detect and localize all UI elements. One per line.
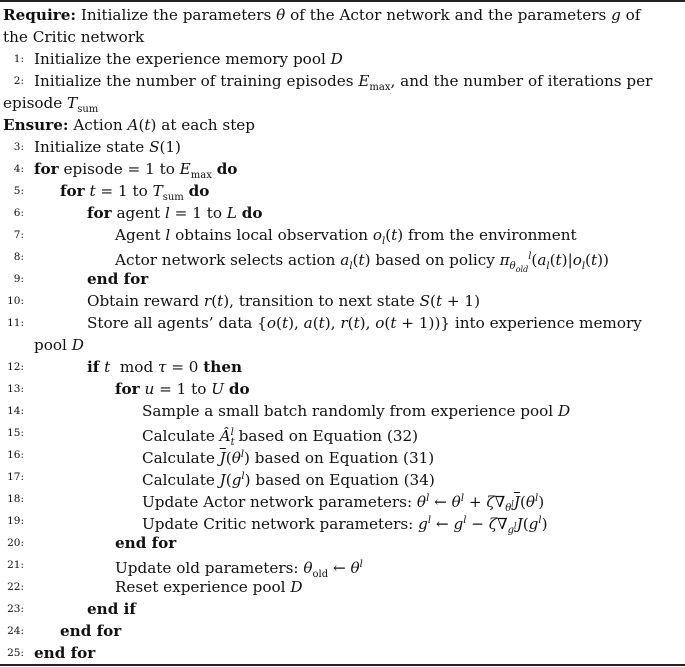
line-3: 3: Initialize state S(1) xyxy=(13,138,181,156)
line-23: 23: end if xyxy=(7,600,136,618)
line-18: 18: Update Actor network parameters: θl … xyxy=(7,493,545,515)
require-line: Require: Initialize the parameters θ of … xyxy=(3,4,640,26)
line-20: 20: end for xyxy=(7,534,177,552)
line-number: 1: xyxy=(13,53,24,65)
line-4: 4: for episode = 1 to Emax do xyxy=(13,160,238,182)
line-16: 16: Calculate J(θl) based on Equation (3… xyxy=(7,449,435,468)
line-9: 9: end for xyxy=(13,270,149,288)
line-13: 13: for u = 1 to U do xyxy=(7,380,250,398)
line-2-cont: episode Tsum xyxy=(3,94,99,116)
require-text: Initialize the parameters θ of the Actor… xyxy=(80,6,641,24)
line-17: 17: Calculate J(gl) based on Equation (3… xyxy=(7,471,435,490)
line-1: 1: Initialize the experience memory pool… xyxy=(0,48,685,70)
line-11: 11: Store all agents’ data {o(t), a(t), … xyxy=(7,314,642,332)
line-14: 14: Sample a small batch randomly from e… xyxy=(7,402,571,420)
require-keyword: Require: xyxy=(3,6,76,24)
line-11-cont: pool D xyxy=(34,336,84,354)
bottom-rule xyxy=(0,664,685,666)
line-8: 8: Actor network selects action al(t) ba… xyxy=(13,251,609,275)
line-5: 5: for t = 1 to Tsum do xyxy=(13,182,210,204)
line-6: 6: for agent l = 1 to L do xyxy=(13,204,263,222)
line-12: 12: if t mod τ = 0 then xyxy=(7,358,243,376)
ensure-line: Ensure: Action A(t) at each step xyxy=(3,116,256,134)
line-2: 2: Initialize the number of training epi… xyxy=(13,72,653,94)
line-7: 7: Agent l obtains local observation ol(… xyxy=(13,226,577,248)
require-cont: the Critic network xyxy=(3,28,145,46)
line-15: 15: Calculate Âtl based on Equation (32) xyxy=(7,427,419,449)
line-19: 19: Update Critic network parameters: gl… xyxy=(7,515,548,537)
line-21: 21: Update old parameters: θold ← θl xyxy=(7,559,363,581)
line-22: 22: Reset experience pool D xyxy=(7,578,303,596)
top-rule xyxy=(0,0,685,2)
line-10: 10: Obtain reward r(t), transition to ne… xyxy=(7,292,481,310)
line-25: 25: end for xyxy=(7,644,96,662)
line-24: 24: end for xyxy=(7,622,122,640)
